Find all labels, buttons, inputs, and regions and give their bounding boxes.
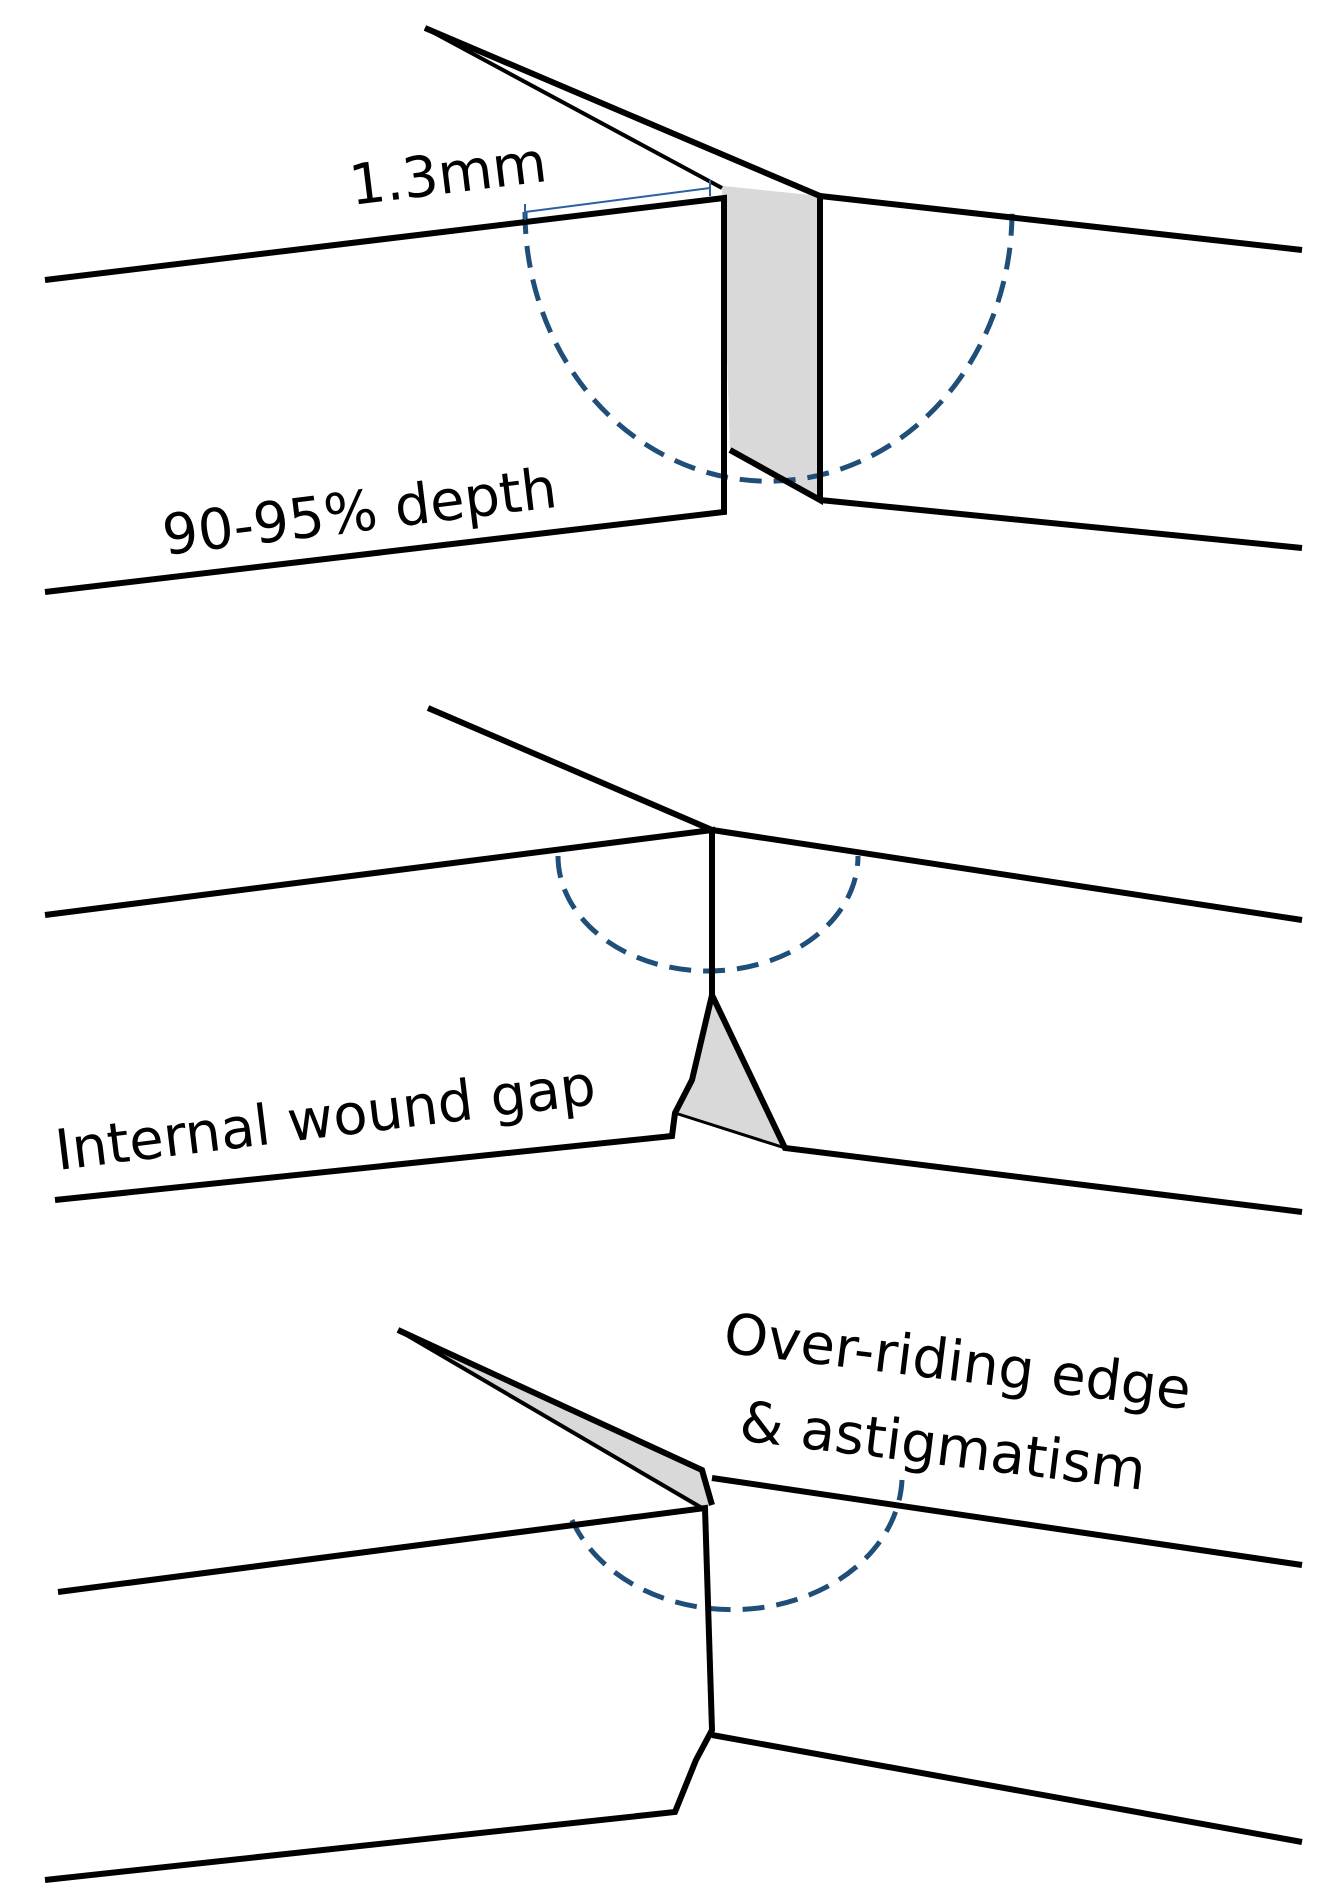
panel1-left-top-edge — [44, 194, 727, 595]
panel1-incision-inner-edge — [424, 26, 723, 190]
panel2-right-top — [711, 827, 1303, 923]
panel1-right-bottom-edge — [819, 497, 1303, 551]
panel1-incision-body — [722, 186, 820, 500]
panel3-flap-outer — [396, 1327, 715, 1506]
panel1-measure-line — [524, 187, 711, 213]
panel1-right-edges — [819, 193, 1303, 253]
panel3-flap-inner — [396, 1328, 704, 1510]
panel2-dashed-arc — [555, 855, 861, 974]
panel2-upper-flap — [426, 705, 714, 833]
panel3-right-bottom — [711, 1732, 1303, 1845]
panel3-dashed-arc — [569, 1479, 905, 1613]
panel-1: 1.3mm 90-95% depth — [44, 25, 1303, 595]
panel3-left-block — [44, 1504, 716, 1883]
measurement-label: 1.3mm — [346, 130, 551, 219]
panel2-gap-right — [709, 993, 1303, 1215]
panel3-right-top — [711, 1475, 1303, 1568]
panel-3: Over-riding edge & astigmatism — [44, 1301, 1303, 1883]
internal-wound-gap-label: Internal wound gap — [52, 1053, 599, 1184]
panel1-incision-outline — [423, 25, 823, 506]
panel2-gap-inner — [674, 1111, 786, 1150]
panel-2: Internal wound gap — [44, 705, 1303, 1215]
panel2-gap-fill — [675, 995, 785, 1148]
